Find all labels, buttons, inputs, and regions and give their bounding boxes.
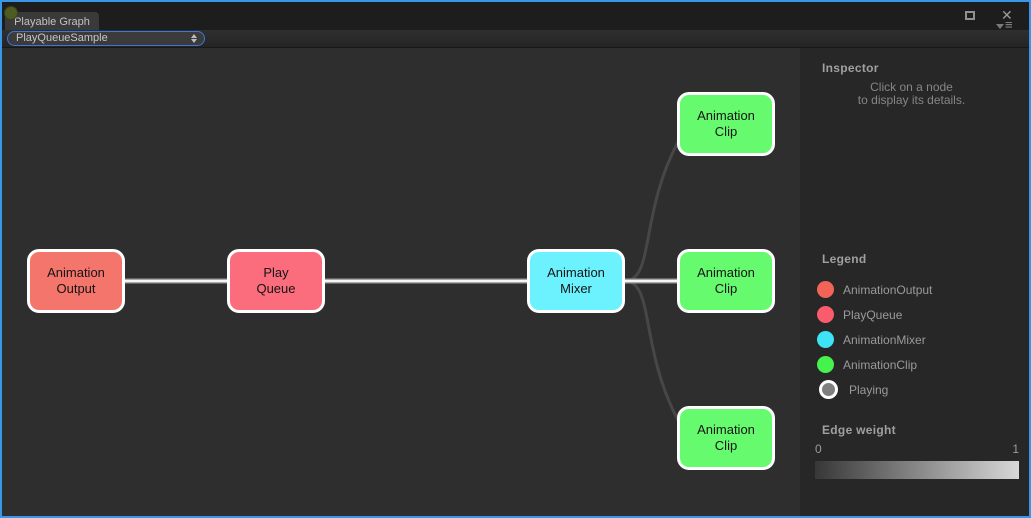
edge-mixer-to-clip-top	[623, 140, 680, 283]
tab-playable-graph[interactable]: Playable Graph	[5, 12, 99, 32]
legend-label: AnimationClip	[843, 357, 918, 372]
legend-item-play-queue: PlayQueue	[800, 302, 1029, 327]
legend-title: Legend	[822, 252, 867, 266]
legend-label: PlayQueue	[843, 307, 903, 322]
legend-item-animation-mixer: AnimationMixer	[800, 327, 1029, 352]
maximize-icon[interactable]	[965, 11, 975, 20]
node-label-line: Animation	[547, 265, 605, 280]
legend-dot-animation-clip	[817, 356, 834, 373]
node-label-line: Clip	[714, 438, 738, 453]
node-label-line: Clip	[714, 124, 738, 139]
legend-label: Playing	[849, 382, 889, 397]
graph-node-animation-mixer[interactable]: Animation Mixer	[527, 249, 625, 313]
inspector-hint-line2: to display its details.	[857, 93, 966, 107]
legend-dot-playing	[819, 380, 838, 399]
inspector-hint: Click on a node to display its details.	[800, 81, 1023, 107]
updown-arrows-icon	[191, 34, 197, 43]
node-label-line: Animation	[47, 265, 105, 280]
graph-node-animation-clip-bottom[interactable]: Animation Clip	[677, 406, 775, 470]
graph-selector-dropdown[interactable]: PlayQueueSample	[7, 31, 205, 46]
graph-selector-value: PlayQueueSample	[16, 32, 108, 44]
node-label-line: Mixer	[560, 281, 592, 296]
inspector-title: Inspector	[822, 61, 879, 75]
legend-dot-play-queue	[817, 306, 834, 323]
graph-node-animation-clip-middle[interactable]: Animation Clip	[677, 249, 775, 313]
legend-label: AnimationOutput	[843, 282, 933, 297]
node-label-line: Output	[56, 281, 96, 296]
graph-node-play-queue[interactable]: Play Queue	[227, 249, 325, 313]
graph-node-animation-clip-top[interactable]: Animation Clip	[677, 92, 775, 156]
legend-dot-animation-output	[817, 281, 834, 298]
legend-item-playing: Playing	[800, 377, 1029, 402]
cursor-dot-artifact	[4, 6, 18, 20]
graph-canvas[interactable]: Animation Output Play Queue Animation Mi…	[2, 48, 800, 516]
node-label-line: Play	[263, 265, 289, 280]
close-icon[interactable]: ✕	[1001, 7, 1013, 23]
edge-weight-scale: 0 1	[815, 442, 1019, 456]
toolbar	[2, 30, 1029, 48]
graph-node-animation-output[interactable]: Animation Output	[27, 249, 125, 313]
legend-item-animation-clip: AnimationClip	[800, 352, 1029, 377]
edge-weight-min: 0	[815, 442, 822, 456]
pane-menu-icon[interactable]: ≡	[996, 17, 1013, 32]
node-label-line: Animation	[697, 108, 755, 123]
edge-mixer-to-clip-bottom	[623, 279, 680, 422]
node-label-line: Animation	[697, 265, 755, 280]
legend-list: AnimationOutput PlayQueue AnimationMixer…	[800, 277, 1029, 402]
legend-label: AnimationMixer	[843, 332, 926, 347]
inspector-panel: Inspector Click on a node to display its…	[800, 48, 1029, 516]
inspector-hint-line1: Click on a node	[870, 80, 953, 94]
legend-dot-animation-mixer	[817, 331, 834, 348]
legend-item-animation-output: AnimationOutput	[800, 277, 1029, 302]
node-label-line: Animation	[697, 422, 755, 437]
edge-weight-max: 1	[1012, 442, 1019, 456]
hamburger-icon: ≡	[1005, 17, 1013, 32]
edge-weight-title: Edge weight	[822, 423, 896, 437]
node-label-line: Queue	[256, 281, 296, 296]
titlebar: Playable Graph ✕ ≡	[2, 2, 1029, 32]
edge-weight-gradient-bar	[815, 461, 1019, 479]
node-label-line: Clip	[714, 281, 738, 296]
dropdown-triangle-icon	[996, 24, 1004, 29]
